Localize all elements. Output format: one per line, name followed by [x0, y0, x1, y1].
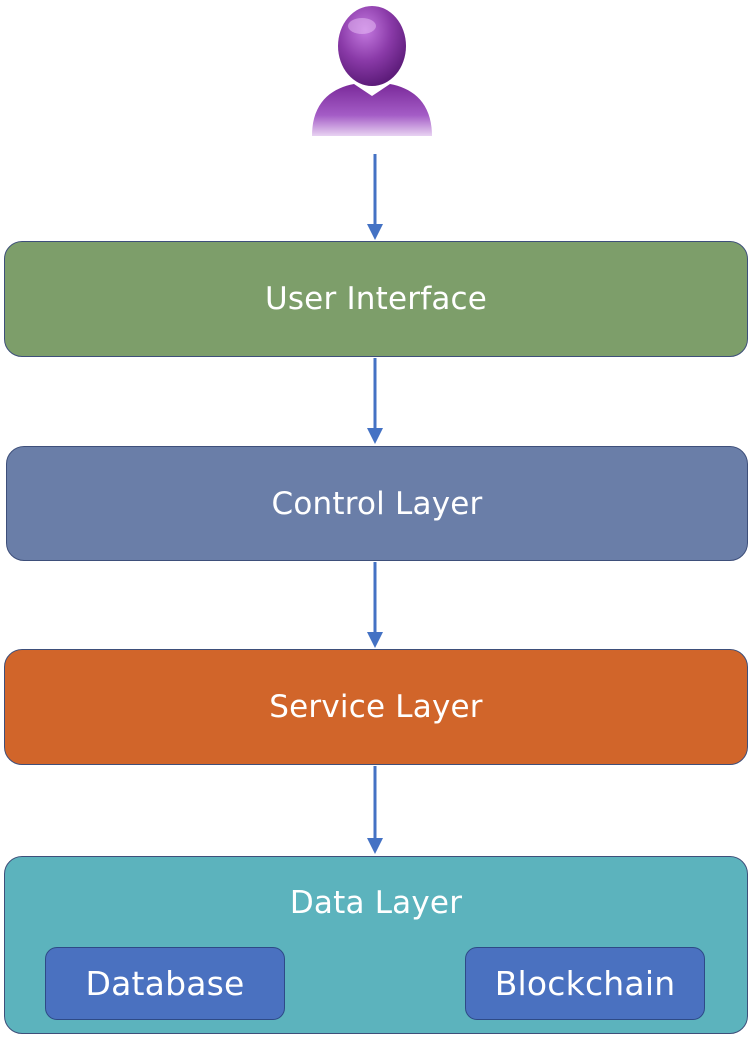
flow-arrow-control-to-service — [365, 562, 385, 648]
control-layer-label: Control Layer — [271, 485, 483, 522]
data-layer-label: Data Layer — [289, 885, 463, 921]
data-layer: Data Layer Database Blockchain — [4, 856, 748, 1034]
blockchain-label: Blockchain — [494, 964, 676, 1003]
flow-arrow-ui-to-control — [365, 358, 385, 444]
user-interface-label: User Interface — [264, 281, 488, 317]
database-label: Database — [85, 964, 245, 1003]
user-interface-layer: User Interface — [4, 241, 748, 357]
blockchain-component: Blockchain — [465, 947, 705, 1020]
service-layer: Service Layer — [4, 649, 748, 765]
flow-arrow-user-to-ui — [365, 154, 385, 240]
flow-arrow-service-to-data — [365, 766, 385, 854]
user-person-icon — [308, 4, 436, 140]
control-layer: Control Layer — [6, 446, 748, 561]
service-layer-label: Service Layer — [269, 689, 483, 725]
database-component: Database — [45, 947, 285, 1020]
